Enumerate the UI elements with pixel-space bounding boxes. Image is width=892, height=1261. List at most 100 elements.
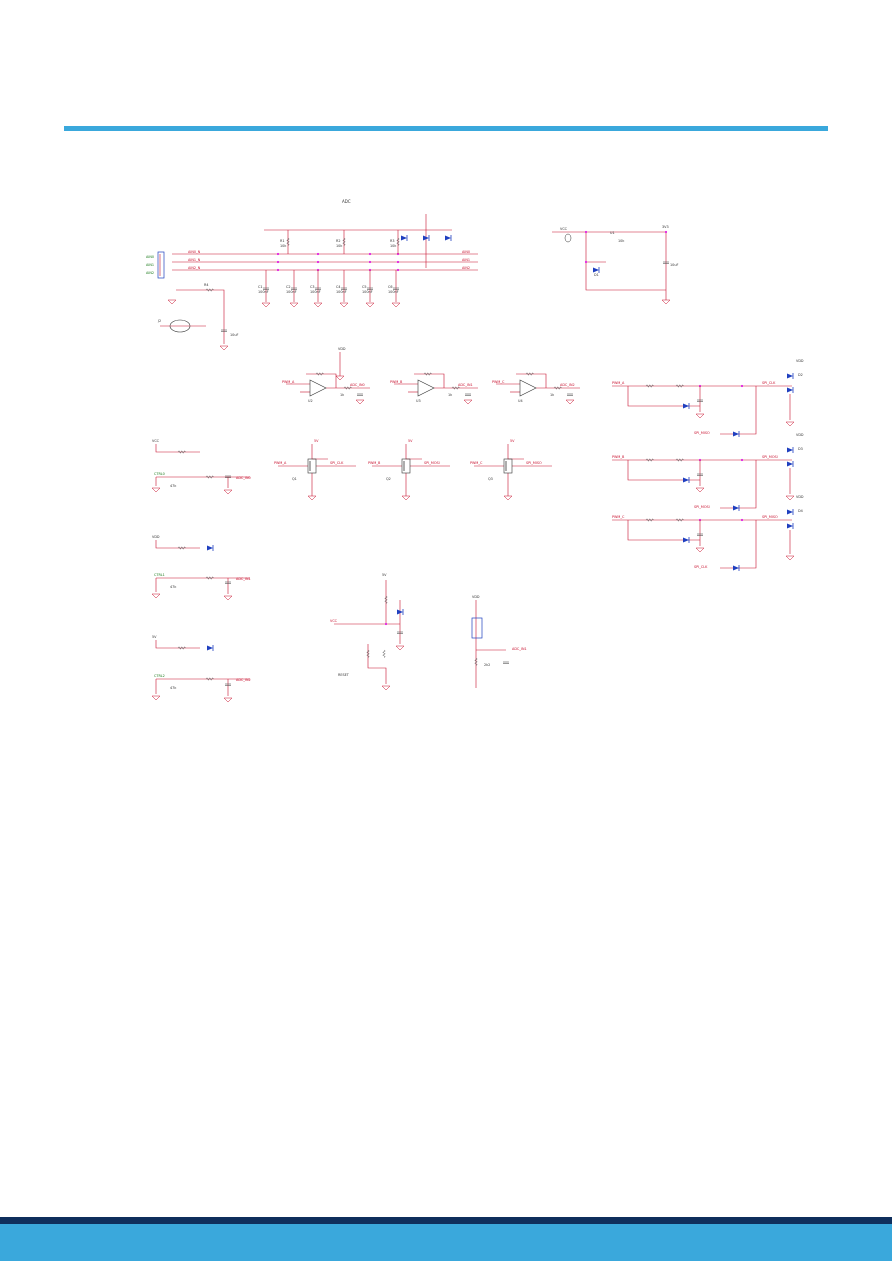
ground-symbol	[289, 302, 299, 308]
ground-symbol	[223, 489, 233, 495]
diode-symbol	[787, 461, 793, 467]
schematic-text: VDD	[338, 347, 346, 351]
junction-dot	[584, 260, 588, 264]
schematic-text: 100nF	[336, 290, 347, 294]
schematic-text: Q1	[292, 477, 297, 481]
schematic-text: VDD	[796, 359, 804, 363]
schematic-text: PWM_B	[612, 455, 625, 459]
schematic-text: 5V	[408, 439, 413, 443]
diode-symbol	[683, 477, 689, 483]
ground-symbol	[785, 555, 795, 561]
resistor-symbol	[315, 372, 324, 376]
junction-dot	[740, 518, 744, 522]
wire	[585, 232, 666, 291]
schematic-text: 100nF	[258, 290, 269, 294]
schematic-text: AIN0	[146, 255, 154, 259]
schematic-text: 100nF	[388, 290, 399, 294]
schematic-text: ADC_IN1	[236, 577, 251, 581]
schematic-text: R4	[204, 283, 209, 287]
junction-dot	[740, 458, 744, 462]
ground-symbol	[167, 299, 177, 305]
schematic-text: ADC_IN0	[350, 383, 365, 387]
schematic-text: 5V	[510, 439, 515, 443]
diode-symbol	[445, 235, 451, 241]
schematic-text: PWM_B	[368, 461, 381, 465]
ground-symbol	[381, 685, 391, 691]
wire	[311, 444, 328, 460]
resistor-symbol	[342, 237, 346, 246]
schematic-text: R3	[390, 239, 395, 243]
connector-j1	[157, 251, 165, 279]
schematic-text: U3	[416, 399, 421, 403]
mosfet-symbol	[503, 458, 513, 474]
resistor-symbol	[177, 646, 186, 650]
schematic-text: D4	[798, 509, 803, 513]
wire	[720, 386, 757, 435]
ground-symbol	[695, 547, 705, 553]
resistor-symbol	[675, 384, 684, 388]
diode-symbol	[787, 447, 793, 453]
junction-dot	[368, 260, 372, 264]
schematic-text: D1	[594, 273, 599, 277]
schematic-text: R1	[280, 239, 285, 243]
resistor-symbol	[205, 576, 214, 580]
schematic-text: 1k	[340, 393, 344, 397]
schematic-text: 5V	[382, 573, 387, 577]
wire	[507, 444, 524, 460]
schematic-text: Q2	[386, 477, 391, 481]
schematic-text: U2	[308, 399, 313, 403]
junction-dot	[664, 230, 668, 234]
ground-symbol	[395, 645, 405, 651]
schematic-text: ADC	[342, 199, 351, 204]
wire	[516, 373, 547, 388]
schematic-text: PWM_C	[612, 515, 625, 519]
schematic-text: SPI_MISO	[762, 515, 778, 519]
wire	[306, 373, 337, 388]
ground-symbol	[463, 399, 473, 405]
ground-symbol	[365, 302, 375, 308]
ground-symbol	[785, 495, 795, 501]
resistor-symbol	[474, 657, 478, 666]
schematic-text: ADC_IN0	[236, 476, 251, 480]
footer-band	[0, 1224, 892, 1261]
ground-symbol	[661, 299, 671, 305]
ground-symbol	[335, 375, 345, 381]
schematic-text: VCC	[152, 439, 160, 443]
ground-symbol	[261, 302, 271, 308]
junction-dot	[276, 268, 280, 272]
wire	[414, 373, 445, 388]
schematic-text: 1k	[550, 393, 554, 397]
schematic-text: PWM_A	[612, 381, 625, 385]
schematic-text: VDD	[472, 595, 480, 599]
diode-symbol	[787, 387, 793, 393]
schematic-text: R2	[336, 239, 341, 243]
schematic-text: 47k	[170, 686, 176, 690]
schematic-text: PWM_A	[274, 461, 287, 465]
schematic-text: CTRL0	[154, 472, 165, 476]
ground-symbol	[695, 487, 705, 493]
schematic-text: 5V	[152, 635, 157, 639]
ground-symbol	[503, 495, 513, 501]
ground-symbol	[565, 399, 575, 405]
diode-symbol	[733, 565, 739, 571]
schematic-text: ADC_IN2	[236, 678, 251, 682]
inductor-symbol	[564, 233, 572, 243]
schematic-text: RESET	[338, 673, 350, 677]
schematic-text: AIN2	[146, 271, 154, 275]
resistor-symbol	[177, 546, 186, 550]
resistor-symbol	[205, 677, 214, 681]
resistor-symbol	[177, 450, 186, 454]
schematic-text: VCC	[560, 227, 568, 231]
diode-symbol	[683, 537, 689, 543]
ground-symbol	[313, 302, 323, 308]
schematic-text: 10k	[618, 239, 624, 243]
wire	[155, 444, 200, 453]
schematic-text: 10uF	[670, 263, 678, 267]
diode-symbol	[207, 645, 213, 651]
schematic-text: AIN2	[462, 266, 470, 270]
schematic-text: C4	[336, 285, 341, 289]
resistor-symbol	[675, 518, 684, 522]
resistor-symbol	[366, 649, 370, 658]
schematic-text: PWM_B	[390, 380, 403, 384]
schematic-text: AIN1	[146, 263, 154, 267]
